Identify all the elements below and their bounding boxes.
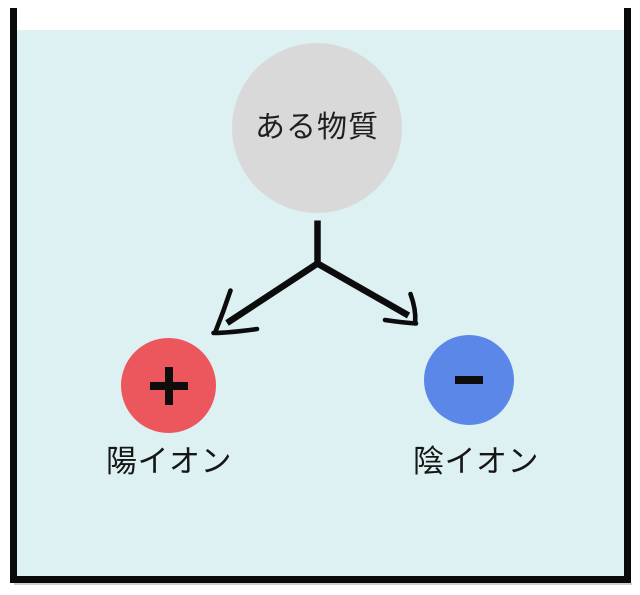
anion-circle: [424, 335, 514, 425]
anion-label: 陰イオン: [413, 444, 539, 479]
beaker-left-wall: [10, 8, 17, 583]
substance-circle: ある物質: [232, 43, 402, 213]
beaker-bottom-shadow: [14, 583, 632, 585]
substance-label: ある物質: [255, 111, 379, 144]
cation-label: 陽イオン: [106, 444, 232, 479]
plus-icon: [149, 366, 188, 405]
beaker-right-wall: [624, 8, 631, 583]
cation-circle: [121, 338, 216, 433]
beaker-bottom-wall: [10, 576, 631, 583]
minus-icon: [455, 376, 483, 384]
